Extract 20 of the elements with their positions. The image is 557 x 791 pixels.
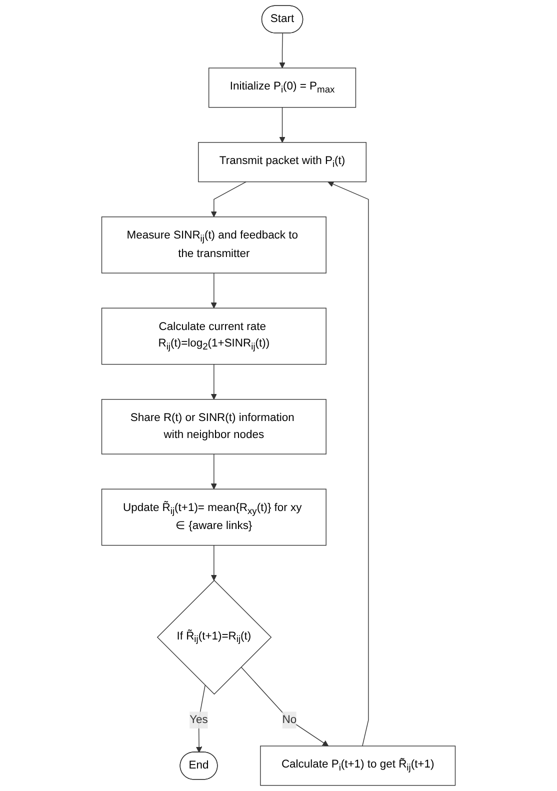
node-box: Share R(t) or SINR(t) information with neighbor nodes (101, 399, 326, 454)
node-diamond: If R̃$_{ij}$(t+1)=R$_{ij}$(t) (156, 580, 272, 695)
arrow (279, 107, 286, 143)
node-box: Calculate current rate R$_{ij}$(t)=log$_{2}$(1+SINR$_{ij}$(t)) (101, 308, 326, 365)
node-box: Transmit packet with P$_{i}$(t) (198, 142, 367, 182)
arrow (196, 684, 206, 753)
node-box: Measure SINR$_{ij}$(t) and feedback to the transmitter (101, 216, 326, 274)
arrow (210, 181, 246, 218)
edge-label: No (282, 714, 297, 726)
arrow (210, 454, 217, 490)
node-box: Initialize P$_{i}$(0) = P$_{max}$ (208, 68, 356, 108)
node-box: Calculate P$_{i}$(t+1) to get R̃$_{ij}$(t+1) (260, 746, 456, 786)
arrow (210, 272, 217, 308)
arrow (210, 544, 217, 581)
node-box: Update R̃$_{ij}$(t+1)= mean{R$_{xy}$(t)} for xy ∈ {aware links} (101, 488, 326, 546)
arrow (279, 32, 286, 68)
edge-label: Yes (190, 714, 208, 726)
arrow (328, 181, 369, 746)
arrow (240, 666, 329, 746)
arrow (210, 364, 217, 400)
